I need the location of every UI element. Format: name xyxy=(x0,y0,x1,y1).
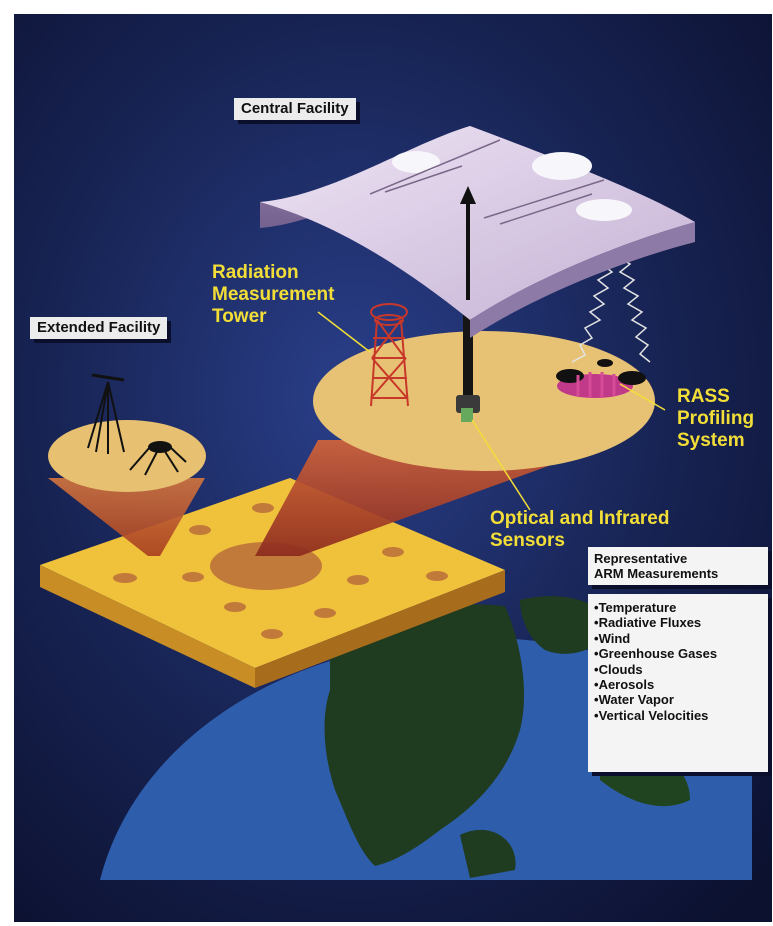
optical-sensors-label-line: Optical and Infrared xyxy=(490,508,670,529)
radiation-tower-label: Radiation Measurement Tower xyxy=(212,262,335,328)
central-facility-label: Central Facility xyxy=(234,98,356,120)
measurement-item: Radiative Fluxes xyxy=(594,615,762,630)
leader-rass xyxy=(619,383,666,411)
rass-system xyxy=(556,359,646,398)
rass-label-line: RASS xyxy=(677,386,730,407)
rass-label-line: Profiling xyxy=(677,408,755,429)
panel-title-line: Representative xyxy=(594,551,688,566)
upward-arrow xyxy=(460,186,476,300)
panel-title-line: ARM Measurements xyxy=(594,566,719,581)
extended-facility-beam xyxy=(48,478,205,556)
optical-sensors-label-line: Sensors xyxy=(490,530,565,551)
leader-tower xyxy=(317,311,371,353)
representative-measurements-title: Representative ARM Measurements xyxy=(588,547,768,585)
central-facility-beam xyxy=(255,440,620,556)
measurement-item: Clouds xyxy=(594,662,762,677)
radiation-tower-label-line: Measurement xyxy=(212,284,335,305)
radiation-tower-label-line: Tower xyxy=(212,306,267,327)
measurement-item: Temperature xyxy=(594,600,762,615)
measurement-item: Wind xyxy=(594,631,762,646)
extended-facility-label: Extended Facility xyxy=(30,317,168,339)
leader-sensors xyxy=(471,419,531,511)
measurements-list: Temperature Radiative Fluxes Wind Greenh… xyxy=(594,600,762,723)
measurement-item: Aerosols xyxy=(594,677,762,692)
radiation-tower-label-line: Radiation xyxy=(212,262,299,283)
rass-label: RASS Profiling System xyxy=(677,386,754,452)
cloud-sheet xyxy=(260,126,695,338)
radiation-tower xyxy=(370,303,409,407)
measurement-item: Water Vapor xyxy=(594,692,762,707)
measurement-item: Greenhouse Gases xyxy=(594,646,762,661)
rass-label-line: System xyxy=(677,430,745,451)
central-facility-disc xyxy=(313,331,655,471)
optical-sensor-post xyxy=(456,296,480,422)
optical-sensors-label: Optical and Infrared Sensors xyxy=(490,508,669,552)
measurement-item: Vertical Velocities xyxy=(594,708,762,723)
measurements-list-panel: Temperature Radiative Fluxes Wind Greenh… xyxy=(588,594,768,772)
extended-facility-disc xyxy=(48,373,206,492)
